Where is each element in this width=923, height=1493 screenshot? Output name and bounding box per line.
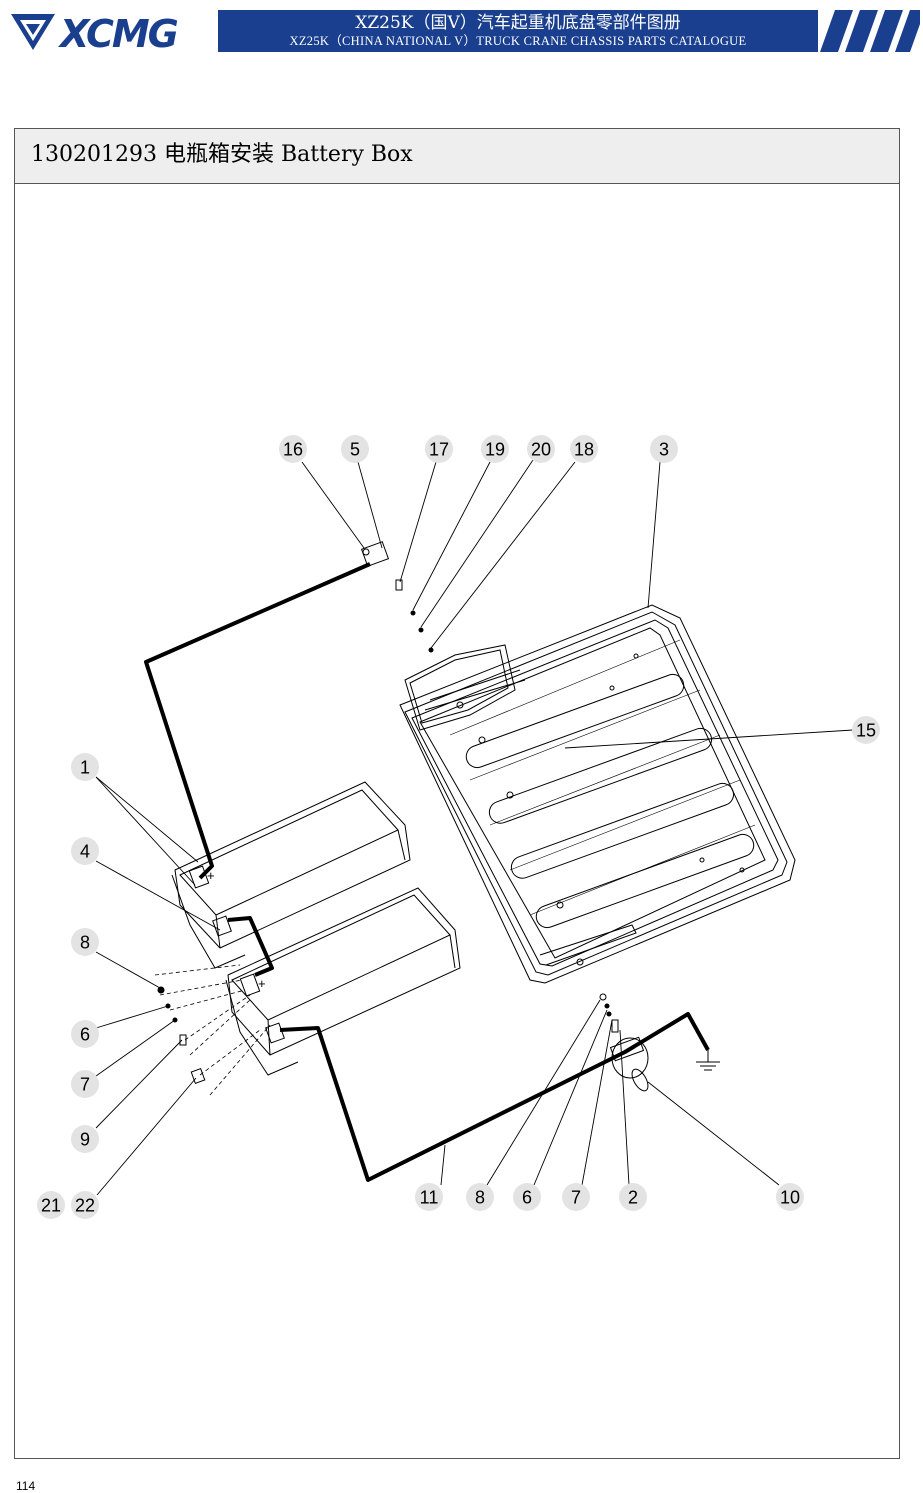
callout-15: 15 (852, 716, 880, 744)
page-number: 114 (16, 1479, 36, 1493)
leader-lines (95, 459, 854, 1196)
svg-text:10: 10 (780, 1188, 800, 1208)
callout-19: 19 (481, 435, 509, 463)
svg-text:19: 19 (485, 440, 505, 460)
positive-terminal-mark-2: + (258, 976, 266, 991)
svg-text:4: 4 (80, 842, 90, 862)
exploded-guide-lines (154, 964, 271, 1096)
callout-6-left: 6 (71, 1020, 99, 1048)
callout-1: 1 (71, 753, 99, 781)
callout-7-left: 7 (71, 1070, 99, 1098)
callout-6-bottom: 6 (513, 1183, 541, 1211)
callout-9: 9 (71, 1125, 99, 1153)
svg-text:22: 22 (75, 1196, 95, 1216)
svg-text:1: 1 (80, 758, 90, 778)
callout-17: 17 (425, 435, 453, 463)
callout-11: 11 (415, 1183, 443, 1211)
svg-text:5: 5 (350, 440, 360, 460)
xcmg-emblem-icon (11, 14, 55, 50)
svg-text:16: 16 (283, 440, 303, 460)
logo-wordmark: XCMG (60, 12, 179, 56)
decorative-stripes (820, 10, 920, 52)
hardware-parts (157, 541, 619, 1084)
callout-16: 16 (279, 435, 307, 463)
svg-text:11: 11 (420, 1188, 439, 1208)
catalogue-title-cn: XZ25K（国V）汽车起重机底盘零部件图册 (355, 13, 681, 33)
svg-text:17: 17 (429, 440, 449, 460)
callout-21: 21 (37, 1191, 65, 1219)
callout-5: 5 (341, 435, 369, 463)
svg-text:7: 7 (571, 1188, 581, 1208)
catalogue-title-band: XZ25K（国V）汽车起重机底盘零部件图册 XZ25K（CHINA NATION… (218, 10, 818, 52)
callout-group: 16 5 17 19 20 18 3 15 1 4 8 6 7 9 21 22 … (37, 435, 880, 1219)
callout-3: 3 (650, 435, 678, 463)
callout-8-bottom: 8 (466, 1183, 494, 1211)
ground-icon (696, 1050, 720, 1071)
svg-text:9: 9 (80, 1130, 90, 1150)
svg-text:15: 15 (856, 721, 876, 741)
callout-8-left: 8 (71, 928, 99, 956)
xcmg-logo: XCMG (8, 10, 208, 54)
callout-2: 2 (619, 1183, 647, 1211)
callout-22: 22 (71, 1191, 99, 1219)
battery-lower (225, 887, 461, 1076)
callout-10: 10 (776, 1183, 804, 1211)
svg-text:21: 21 (41, 1196, 61, 1216)
figure-title: 130201293 电瓶箱安装 Battery Box (31, 142, 413, 167)
svg-text:18: 18 (574, 440, 594, 460)
figure-frame: 130201293 电瓶箱安装 Battery Box (14, 128, 900, 1459)
svg-text:20: 20 (531, 440, 551, 460)
positive-terminal-mark-1: + (207, 868, 215, 883)
svg-text:8: 8 (475, 1188, 485, 1208)
svg-text:2: 2 (628, 1188, 638, 1208)
svg-text:3: 3 (659, 440, 669, 460)
battery-upper (171, 781, 411, 969)
catalogue-header: XCMG XZ25K（国V）汽车起重机底盘零部件图册 XZ25K（CHINA N… (0, 0, 923, 60)
callout-20: 20 (527, 435, 555, 463)
catalogue-title-en: XZ25K（CHINA NATIONAL V）TRUCK CRANE CHASS… (289, 34, 747, 48)
svg-text:6: 6 (80, 1025, 90, 1045)
callout-18: 18 (570, 435, 598, 463)
svg-text:6: 6 (522, 1188, 532, 1208)
callout-4: 4 (71, 837, 99, 865)
battery-tray (399, 604, 796, 984)
callout-7-bottom: 7 (562, 1183, 590, 1211)
svg-text:8: 8 (80, 933, 90, 953)
battery-cables (144, 562, 710, 1182)
battery-disconnect-switch (609, 1036, 649, 1092)
figure-title-bar: 130201293 电瓶箱安装 Battery Box (15, 129, 899, 184)
svg-text:7: 7 (80, 1075, 90, 1095)
